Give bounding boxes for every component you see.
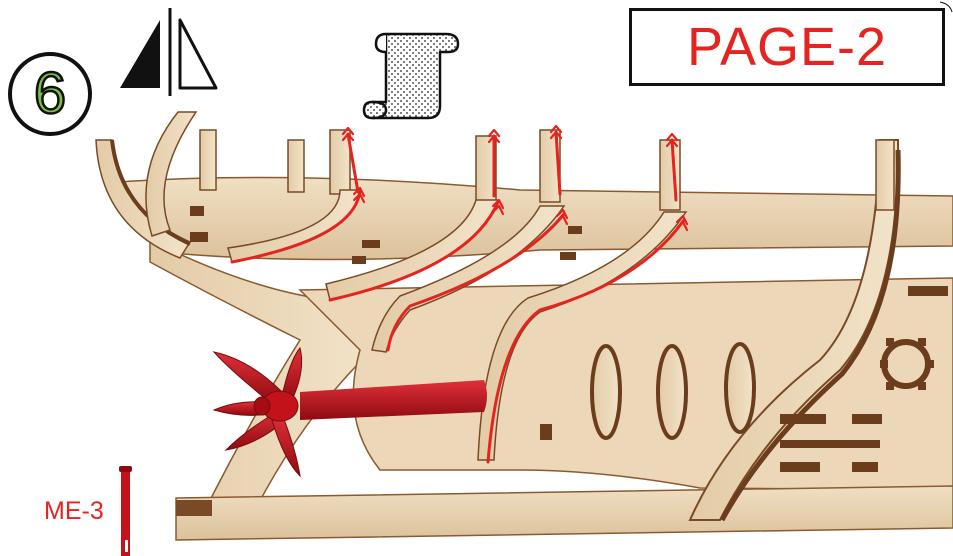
mirror-symmetry-icon — [120, 8, 218, 96]
page-label: PAGE-2 — [686, 17, 888, 77]
part-label-me3: ME-3 — [44, 497, 104, 525]
me3-rod — [119, 466, 132, 556]
sandpaper-scroll-icon — [362, 32, 460, 120]
propeller-shaft — [300, 380, 487, 420]
step-number-badge: 6 — [8, 52, 92, 136]
hull-structure — [95, 111, 953, 541]
double-chevron-arrow-icon — [341, 124, 689, 232]
step-number: 6 — [33, 61, 68, 126]
propeller-icon — [212, 346, 303, 478]
sanding-guide-lines — [230, 130, 686, 464]
page-label-box: PAGE-2 — [629, 8, 945, 86]
